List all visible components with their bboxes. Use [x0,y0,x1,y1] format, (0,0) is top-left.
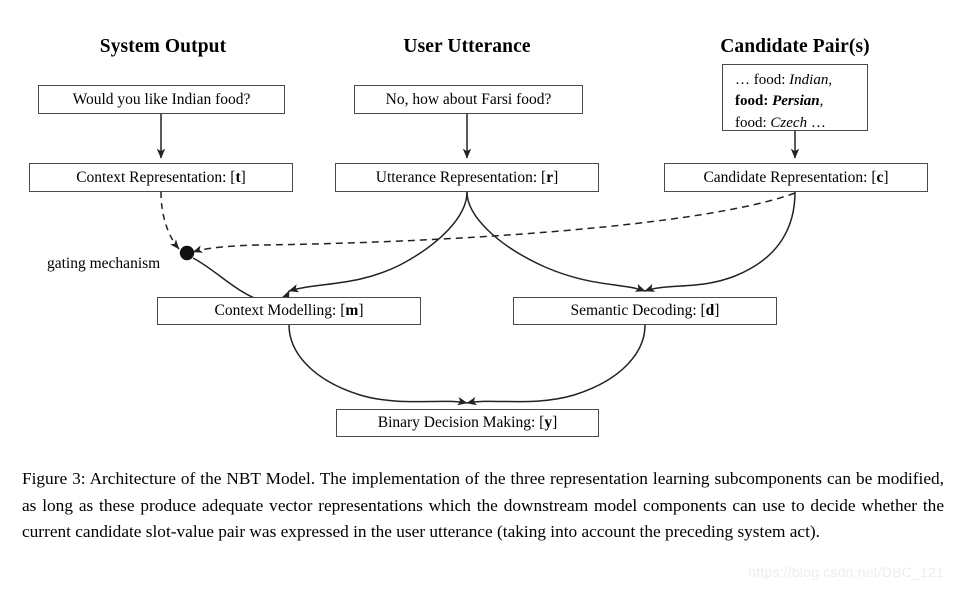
candidate-representation-close: ] [883,168,889,186]
figure-caption: Figure 3: Architecture of the NBT Model.… [22,469,944,541]
column-header-user-utterance: User Utterance [403,36,531,57]
candidate-representation-box: Candidate Representation: [c] [664,163,928,192]
user-utterance-text: No, how about Farsi food? [385,90,552,108]
semantic-decoding-close: ] [714,302,720,320]
context-representation-vector: t [235,168,241,186]
edge-gate-to-context-modelling [192,257,290,304]
candidate-pair-value-1: Indian [789,72,829,88]
edge-candidate-rep-to-gate [192,192,796,253]
semantic-decoding-label: Semantic Decoding: [ [570,302,706,320]
context-representation-box: Context Representation: [t] [29,163,293,192]
candidate-pair-suffix-1: , [828,72,833,88]
candidate-representation-vector: c [876,168,884,186]
utterance-representation-close: ] [553,168,559,186]
candidate-pair-suffix-2: , [819,93,824,110]
context-modelling-label: Context Modelling: [ [214,302,346,320]
edge-semantic-decoding-to-binary [466,324,646,406]
binary-decision-making-vector: y [544,414,553,432]
system-output-box: Would you like Indian food? [38,85,285,114]
context-representation-label: Context Representation: [ [76,168,236,186]
binary-decision-making-box: Binary Decision Making: [y] [336,409,599,437]
edge-context-rep-to-gate [160,191,180,250]
semantic-decoding-box: Semantic Decoding: [d] [513,297,777,325]
semantic-decoding-vector: d [705,302,715,320]
candidate-pair-prefix-1: … food: [735,72,786,88]
candidate-representation-label: Candidate Representation: [ [703,168,877,186]
gating-node-icon [179,245,195,261]
column-header-candidate-pairs: Candidate Pair(s) [720,36,870,57]
candidate-pair-value-2: Persian [772,93,820,110]
edge-utterance-rep-to-semantic-decoding [466,191,646,292]
candidate-pair-suffix-3: … [807,114,826,131]
context-modelling-vector: m [345,302,359,320]
edge-candidate-rep-to-semantic-decoding [644,191,796,292]
candidate-pair-value-3: Czech [770,114,808,131]
user-utterance-box: No, how about Farsi food? [354,85,583,114]
binary-decision-making-close: ] [552,414,558,432]
candidate-pair-line-2: food: Persian, [735,91,857,112]
utterance-representation-label: Utterance Representation: [ [375,168,547,186]
context-representation-close: ] [240,168,246,186]
candidate-pair-prefix-2: food: [735,93,769,110]
system-output-text: Would you like Indian food? [72,90,251,108]
candidate-pair-line-3: food: Czech … [735,113,857,134]
binary-decision-making-label: Binary Decision Making: [ [377,414,545,432]
context-modelling-box: Context Modelling: [m] [157,297,421,325]
candidate-pair-line-1: … food: Indian, [735,70,857,91]
edge-utterance-rep-to-context-modelling [288,191,468,293]
candidate-pair-prefix-3: food: [735,114,767,131]
gating-mechanism-label: gating mechanism [47,255,161,272]
utterance-representation-box: Utterance Representation: [r] [335,163,599,192]
context-modelling-close: ] [358,302,364,320]
utterance-representation-vector: r [546,168,554,186]
edge-context-modelling-to-binary [288,324,468,406]
column-header-system-output: System Output [99,36,227,57]
watermark-text: https://blog.csdn.net/DBC_121 [748,564,944,580]
candidate-pairs-box: … food: Indian, food: Persian, food: Cze… [722,64,868,131]
